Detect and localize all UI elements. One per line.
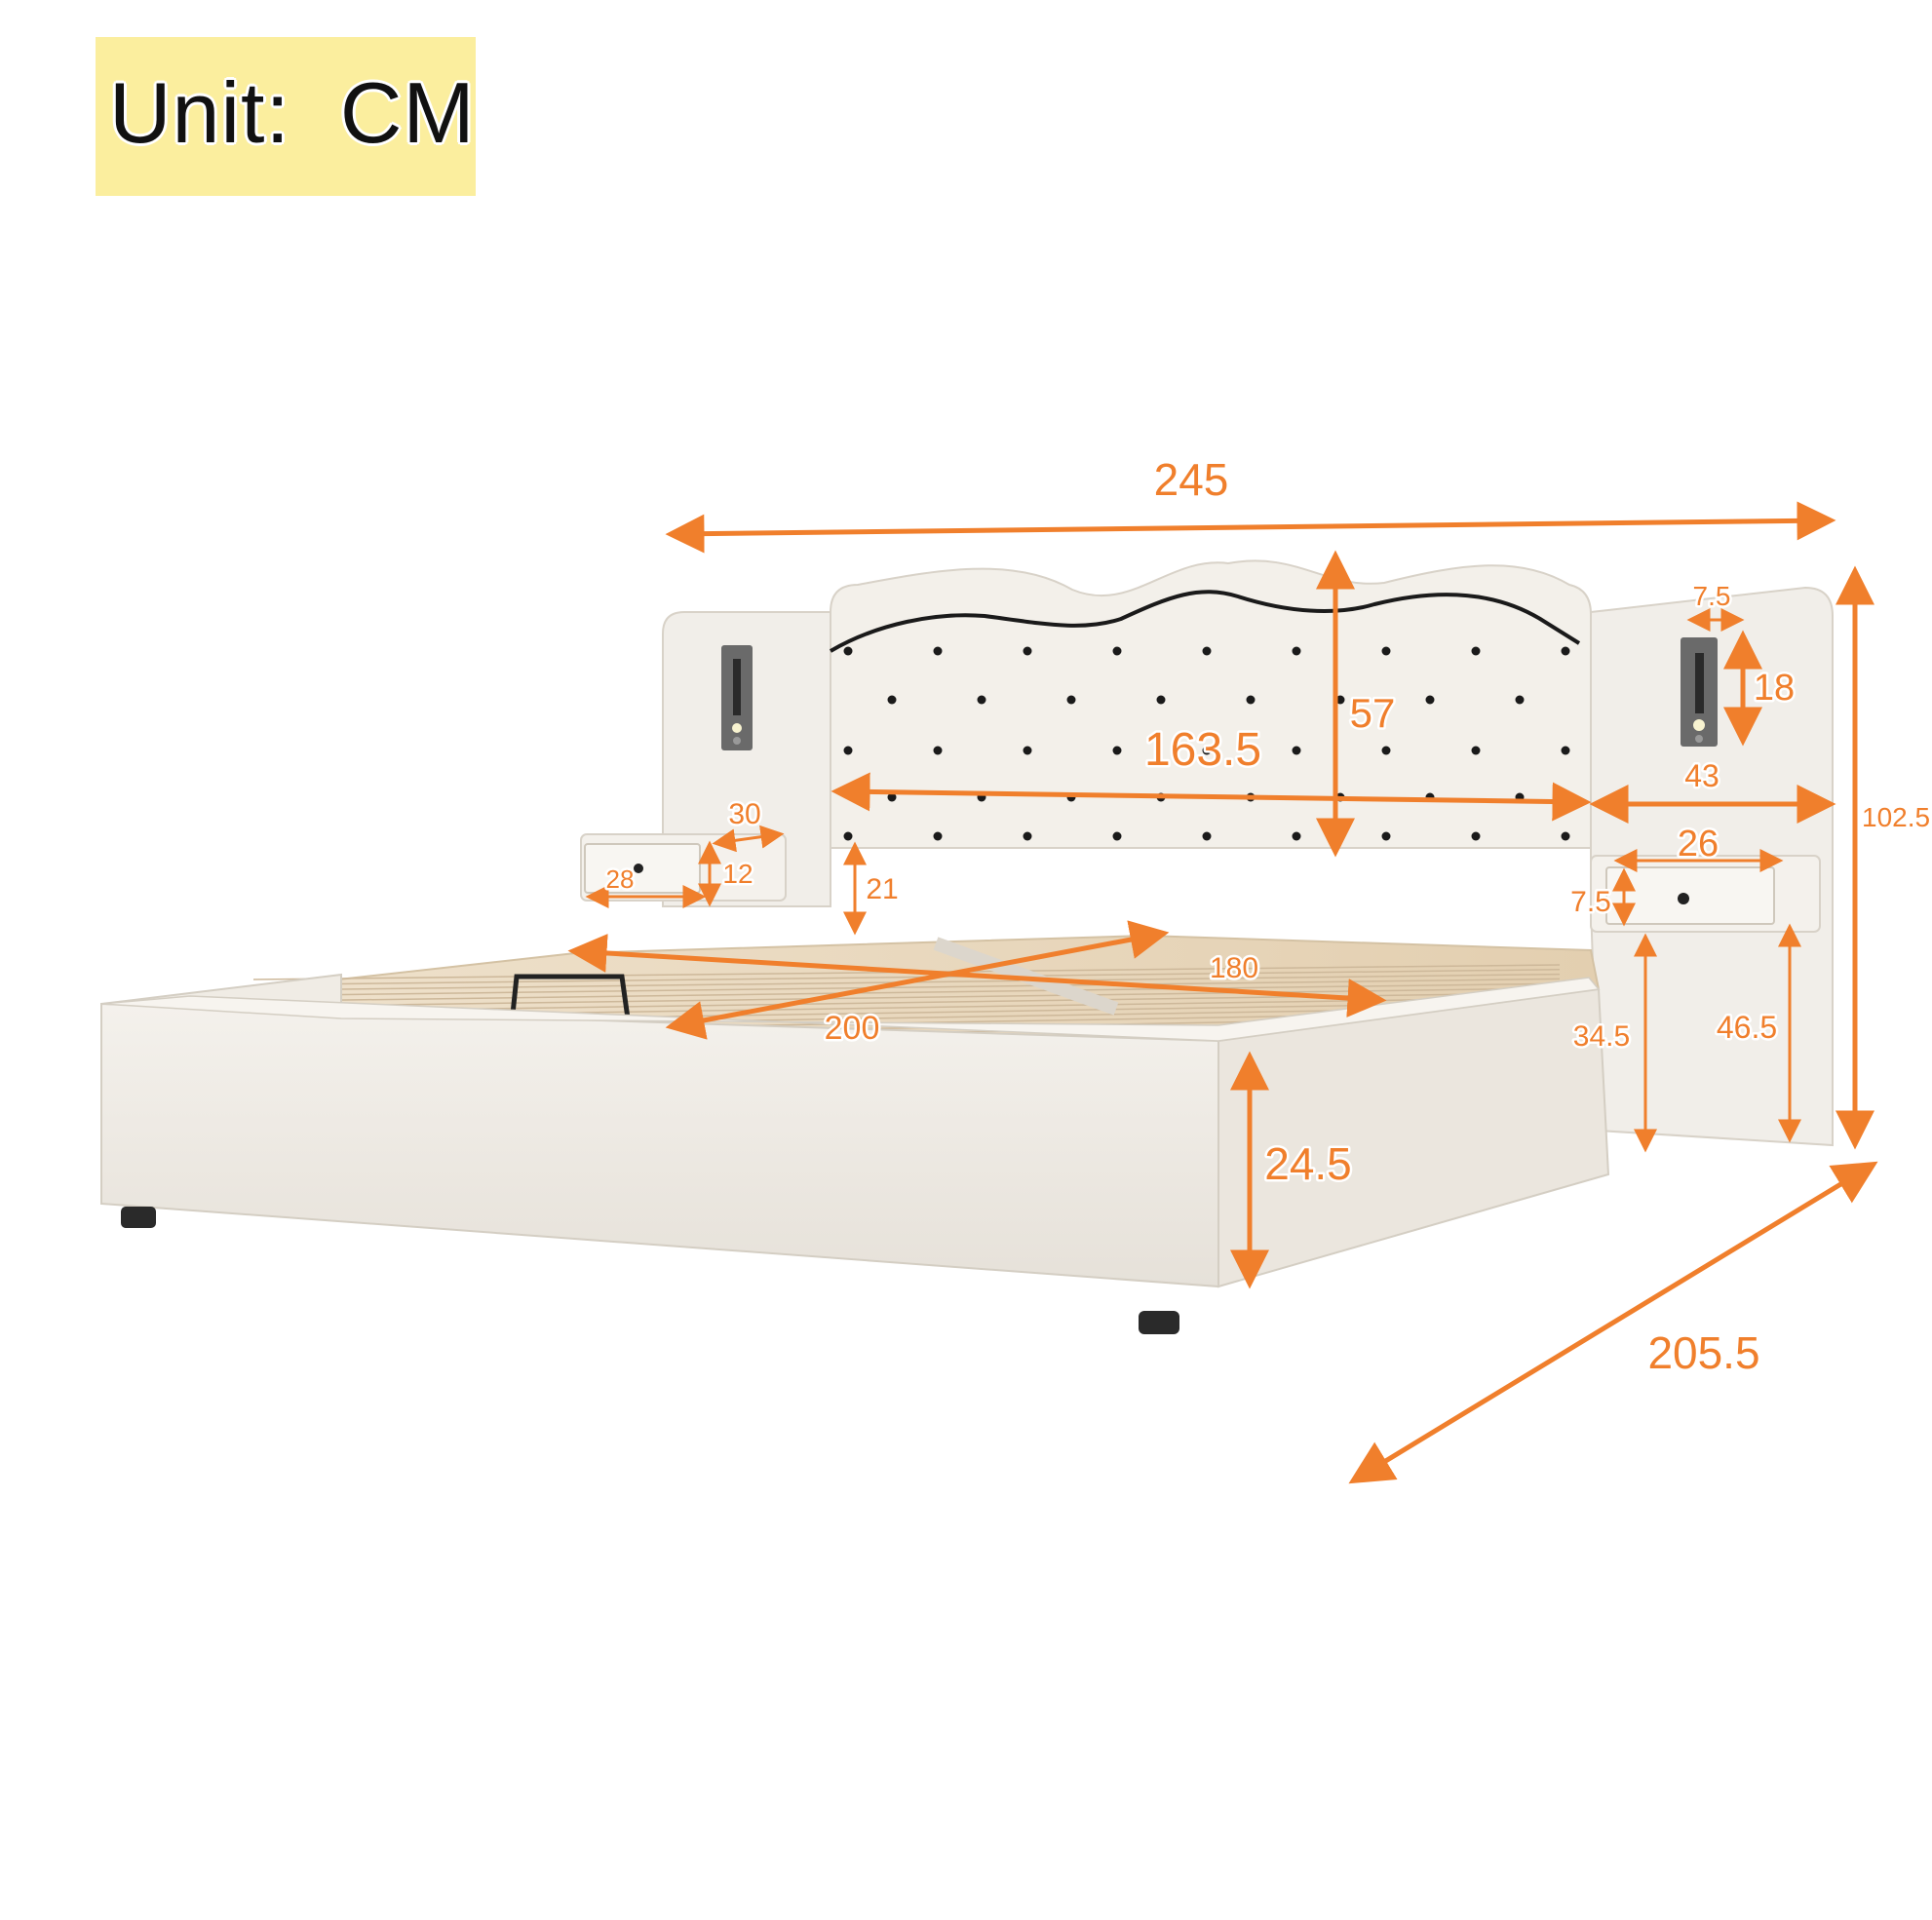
tuft-button (1202, 831, 1212, 841)
tuft-button (977, 695, 986, 705)
overall-length-label: 205.5 (1647, 1327, 1759, 1378)
lamp-width-label: 7.5 (1693, 581, 1731, 611)
tuft-button (887, 695, 897, 705)
tuft-button (1561, 746, 1570, 755)
tuft-button (843, 746, 853, 755)
mattress-width-label: 180 (1210, 952, 1258, 984)
tuft-button (1023, 831, 1032, 841)
mattress-length-label: 200 (825, 1010, 880, 1047)
tuft-button (1156, 695, 1166, 705)
headboard (830, 559, 1592, 849)
right-table-width-label: 26 (1678, 824, 1719, 864)
mattress-length-arrow (665, 920, 1170, 1040)
headboard-width-arrow (831, 772, 1592, 822)
tuft-button (1202, 646, 1212, 656)
left-drawer-knob-icon (634, 864, 643, 873)
overall-length-arrow (1348, 1161, 1878, 1484)
tuft-button (1112, 746, 1122, 755)
headboard-width-label: 163.5 (1144, 724, 1261, 776)
tuft-button (1561, 646, 1570, 656)
tuft-button (1202, 746, 1212, 755)
right-drawer-height-label: 7.5 (1570, 886, 1611, 918)
tuft-button (1292, 746, 1301, 755)
bed-illustration (100, 559, 1834, 1334)
tuft-button (933, 831, 943, 841)
overall-width-arrow (665, 501, 1836, 554)
right-drawer (1605, 866, 1775, 925)
tuft-button (1471, 831, 1481, 841)
left-table-width-label: 28 (606, 864, 635, 894)
tuft-button (843, 646, 853, 656)
bed-frame-top (100, 977, 1601, 1042)
right-reading-lamp (1681, 637, 1718, 747)
headboard-trim (829, 590, 1581, 653)
tuft-button (1515, 695, 1525, 705)
tuft-button (1023, 646, 1032, 656)
tuft-button (1381, 646, 1391, 656)
tuft-button (1023, 746, 1032, 755)
tuft-button (843, 831, 853, 841)
side-panel-width-label: 43 (1684, 758, 1719, 793)
tuft-button (1292, 646, 1301, 656)
tuft-button (1292, 831, 1301, 841)
left-table-depth-arrow (712, 825, 785, 853)
tuft-button (1471, 746, 1481, 755)
dimension-arrows (567, 501, 1878, 1484)
headboard-height-label: 57 (1350, 690, 1396, 736)
bed-leg (121, 1207, 156, 1228)
total-height-label: 102.5 (1862, 802, 1930, 832)
tuft-button (1246, 695, 1256, 705)
tuft-button (1381, 746, 1391, 755)
tuft-button (933, 646, 943, 656)
tuft-button (933, 746, 943, 755)
tuft-button (1561, 831, 1570, 841)
tuft-button (1381, 831, 1391, 841)
tuft-button (1066, 695, 1076, 705)
bed-frame-side (100, 1002, 1219, 1288)
table-top-height-label: 46.5 (1717, 1010, 1777, 1045)
frame-height-label: 24.5 (1264, 1138, 1352, 1189)
bed-leg (1139, 1311, 1179, 1334)
tuft-button (1471, 646, 1481, 656)
unit-badge (96, 37, 476, 196)
table-floor-clearance-label: 34.5 (1573, 1020, 1630, 1053)
overall-width-label: 245 (1154, 454, 1229, 505)
right-drawer-knob-icon (1678, 893, 1689, 904)
unit-label: Unit: CM (109, 64, 476, 161)
under-headboard-label: 21 (866, 873, 898, 905)
left-table-depth-label: 30 (728, 798, 760, 830)
tuft-button (1425, 695, 1435, 705)
lamp-height-label: 18 (1754, 668, 1795, 709)
left-table-height-label: 12 (722, 859, 753, 889)
left-reading-lamp (721, 645, 753, 750)
tuft-button (1112, 646, 1122, 656)
tuft-button (1112, 831, 1122, 841)
dimension-labels: 245 57 163.5 7.5 18 43 102.5 30 28 12 26… (603, 452, 1932, 1381)
